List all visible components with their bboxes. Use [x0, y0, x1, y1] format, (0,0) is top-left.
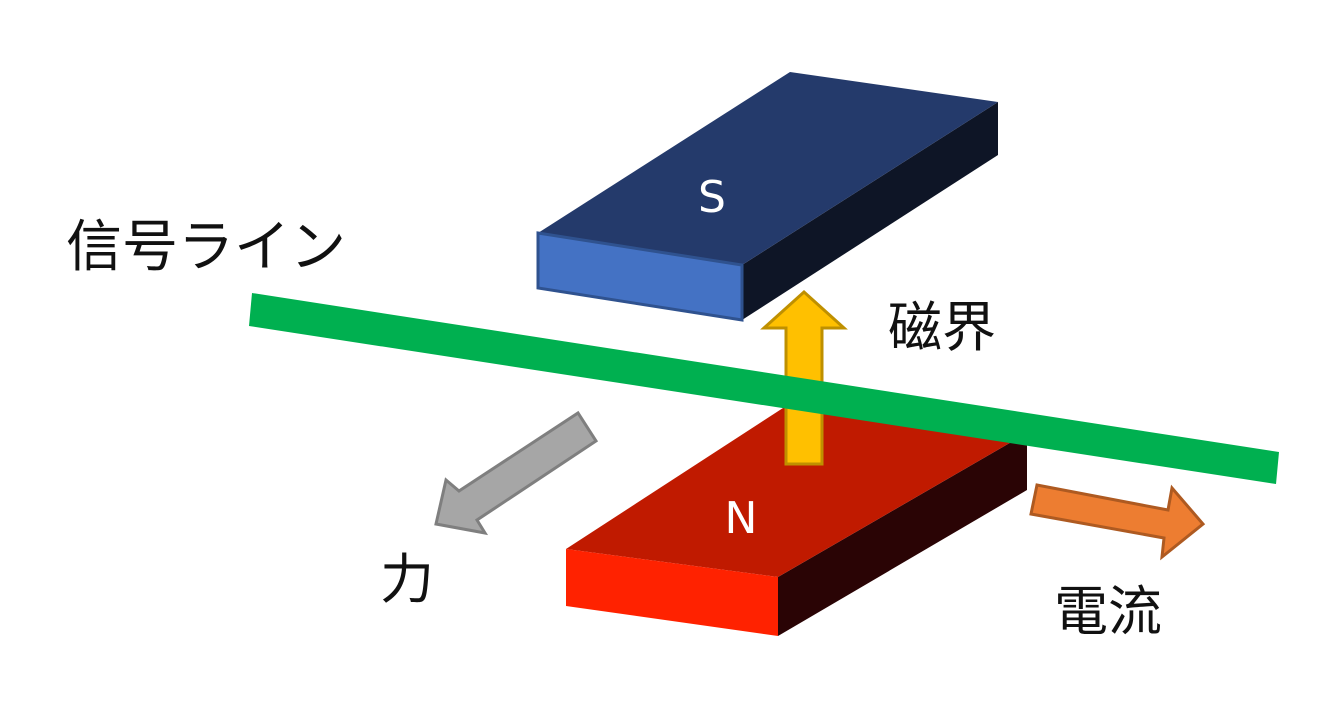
force-arrow — [434, 410, 599, 536]
s-magnet: S — [536, 72, 998, 322]
current-arrow — [1029, 483, 1206, 561]
current-label: 電流 — [1054, 580, 1162, 643]
magnetic-field-label: 磁界 — [888, 296, 996, 359]
magnetic-field-arrow — [760, 289, 848, 466]
n-magnet-front-face — [566, 549, 778, 636]
current-arrow-shape — [1029, 483, 1206, 561]
magnetic-field-arrow-shape — [760, 289, 848, 466]
s-magnet-side-face — [742, 102, 998, 320]
signal-line — [249, 293, 1279, 484]
n-magnet-side-face — [778, 433, 1027, 636]
s-magnet-label: S — [698, 172, 726, 223]
signal-line-label: 信号ライン — [66, 215, 346, 280]
force-arrow-shape — [434, 410, 599, 536]
signal-line-bar — [249, 293, 1279, 484]
s-magnet-top-face — [538, 72, 998, 265]
force-label: 力 — [380, 548, 434, 611]
n-magnet: N — [566, 397, 1027, 636]
n-magnet-label: N — [725, 493, 758, 544]
n-magnet-top-face — [566, 397, 1027, 577]
s-magnet-front-face — [536, 231, 744, 322]
